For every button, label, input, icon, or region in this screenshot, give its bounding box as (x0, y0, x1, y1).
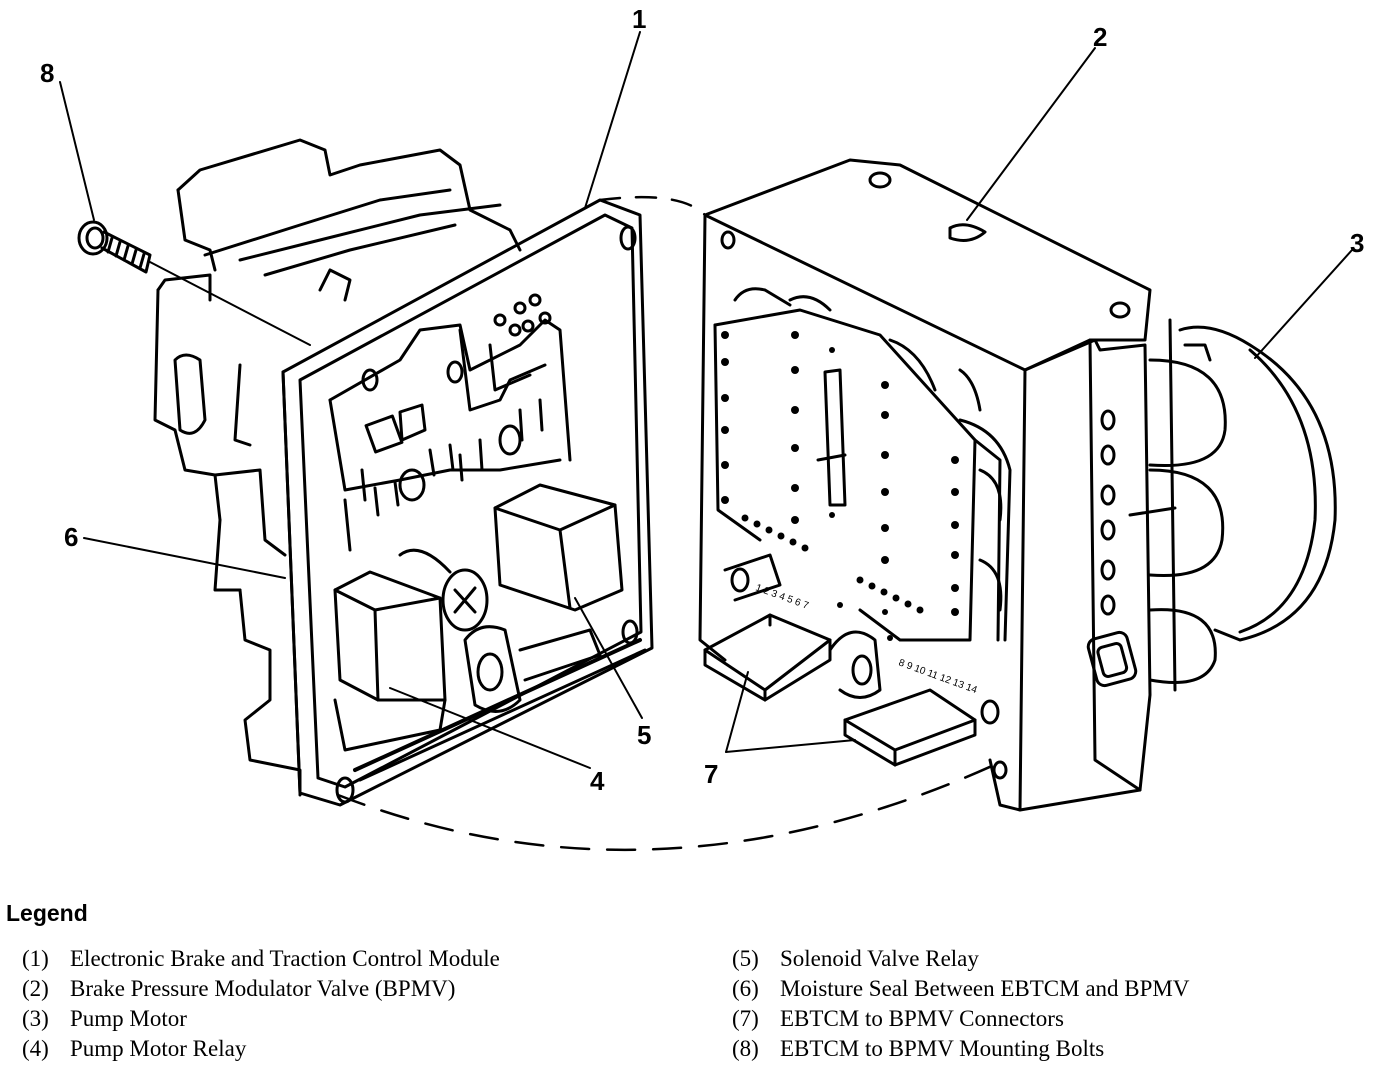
legend-number: (6) (732, 976, 759, 1001)
legend-item: (7) EBTCM to BPMV Connectors (732, 1004, 1190, 1034)
callout-2: 2 (1093, 22, 1107, 52)
connector-pins-left: 1 2 3 4 5 6 7 (754, 582, 810, 612)
connector-pins-right: 8 9 10 11 12 13 14 (897, 657, 979, 696)
legend-text: Electronic Brake and Traction Control Mo… (70, 946, 500, 971)
legend-number: (7) (732, 1006, 759, 1031)
legend-item: (8) EBTCM to BPMV Mounting Bolts (732, 1034, 1190, 1064)
legend-text: Moisture Seal Between EBTCM and BPMV (780, 976, 1190, 1001)
legend-item: (3) Pump Motor (22, 1004, 500, 1034)
legend-number: (5) (732, 946, 759, 971)
bpmv-module (698, 158, 1337, 812)
leader-lines (59, 31, 1353, 769)
mounting-bolt (77, 220, 152, 274)
callout-7: 7 (704, 759, 718, 789)
legend-item: (5) Solenoid Valve Relay (732, 944, 1190, 974)
legend-item: (4) Pump Motor Relay (22, 1034, 500, 1064)
legend-number: (2) (22, 976, 49, 1001)
legend-item: (2) Brake Pressure Modulator Valve (BPMV) (22, 974, 500, 1004)
callout-4: 4 (590, 766, 605, 796)
legend-text: EBTCM to BPMV Connectors (780, 1006, 1064, 1031)
callout-3: 3 (1350, 228, 1364, 258)
legend-text: Solenoid Valve Relay (780, 946, 979, 971)
callout-6: 6 (64, 522, 78, 552)
valve-pins (721, 331, 959, 641)
legend-item: (6) Moisture Seal Between EBTCM and BPMV (732, 974, 1190, 1004)
legend-text: Pump Motor Relay (70, 1036, 247, 1061)
abs-module-diagram: 1 2 3 4 5 6 7 8 9 10 11 12 13 14 1 2 3 4… (40, 4, 1364, 852)
legend-number: (8) (732, 1036, 759, 1061)
legend-number: (4) (22, 1036, 49, 1061)
fold-arc (336, 758, 1007, 852)
callout-8: 8 (40, 58, 54, 88)
legend-text: Brake Pressure Modulator Valve (BPMV) (70, 976, 456, 1001)
legend-number: (1) (22, 946, 49, 971)
legend-title: Legend (6, 900, 88, 926)
legend-column-left: (1) Electronic Brake and Traction Control… (22, 944, 500, 1064)
legend-text: EBTCM to BPMV Mounting Bolts (780, 1036, 1105, 1061)
legend-column-right: (5) Solenoid Valve Relay (6) Moisture Seal… (732, 944, 1190, 1064)
legend-item: (1) Electronic Brake and Traction Control… (22, 944, 500, 974)
ebtcm-module (153, 138, 654, 807)
legend-number: (3) (22, 1006, 49, 1031)
legend-text: Pump Motor (70, 1006, 187, 1031)
callout-5: 5 (637, 720, 651, 750)
callout-1: 1 (632, 4, 646, 34)
